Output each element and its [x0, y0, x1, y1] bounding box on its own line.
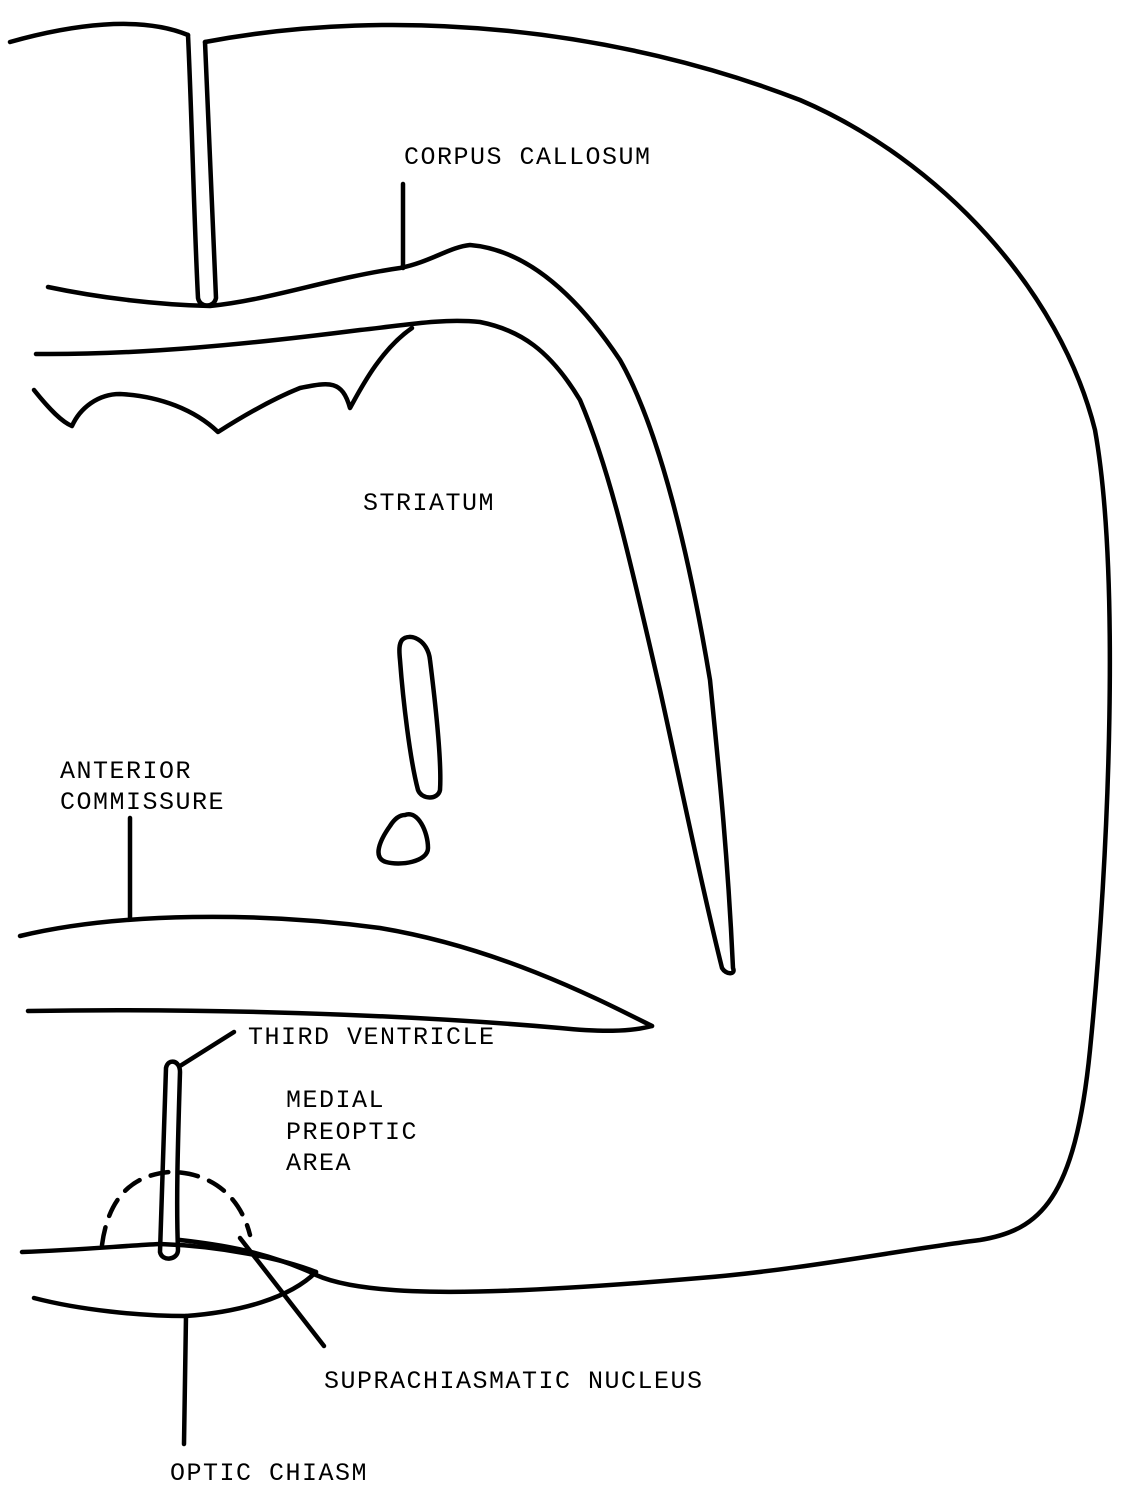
third-ventricle [160, 1062, 180, 1259]
label-corpus-callosum: CORPUS CALLOSUM [404, 142, 652, 173]
label-optic-chiasm: OPTIC CHIASM [170, 1458, 368, 1489]
third-ventricle-pointer [180, 1032, 234, 1066]
label-anterior-commissure-line1: ANTERIOR [60, 756, 192, 787]
label-medial-preoptic-line1: MEDIAL [286, 1085, 385, 1116]
midline-fissure [188, 35, 216, 306]
label-medial-preoptic-line3: AREA [286, 1148, 352, 1179]
small-oval-structure [378, 814, 428, 863]
striatum-elongated-structure [399, 637, 440, 798]
label-anterior-commissure-line2: COMMISSURE [60, 787, 225, 818]
label-suprachiasmatic-nucleus: SUPRACHIASMATIC NUCLEUS [324, 1366, 704, 1397]
label-striatum: STRIATUM [363, 488, 495, 519]
label-medial-preoptic-line2: PREOPTIC [286, 1117, 418, 1148]
label-third-ventricle: THIRD VENTRICLE [248, 1022, 496, 1053]
optic-chiasm-pointer [184, 1316, 186, 1444]
cortex-outline [10, 24, 1110, 1292]
